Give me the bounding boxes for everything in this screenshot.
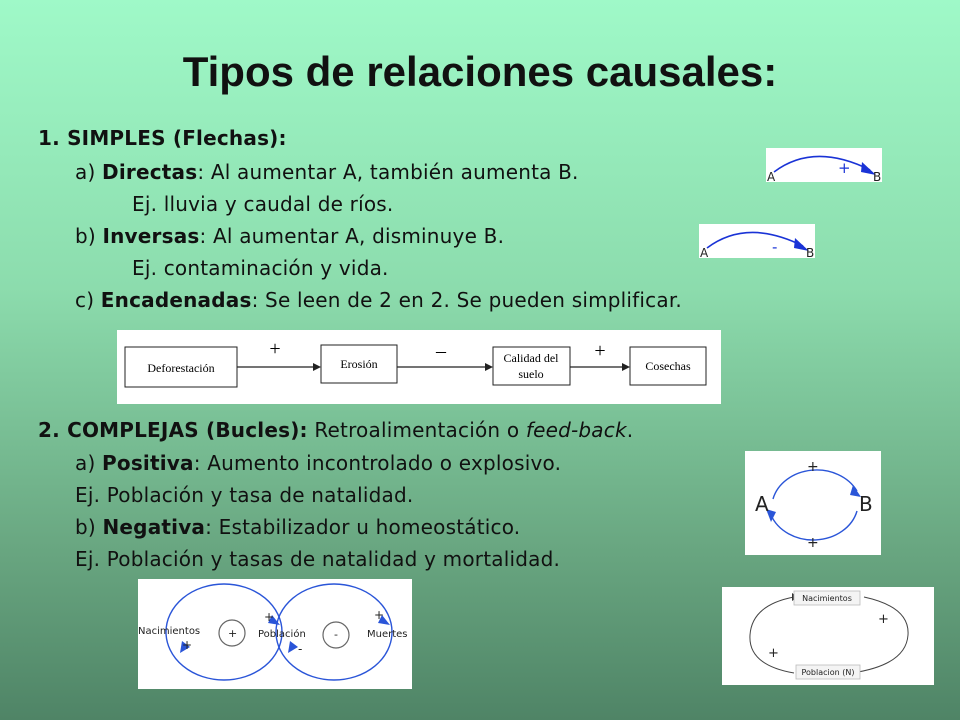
complejas-b-text: : Estabilizador u homeostático.: [205, 515, 521, 539]
left-sign: +: [768, 646, 779, 661]
double-loop-figure: Nacimientos Población Muertes + + + - - …: [138, 579, 412, 689]
complejas-b-example: Ej. Población y tasas de natalidad y mor…: [75, 547, 561, 571]
simples-b-example: Ej. contaminación y vida.: [132, 256, 389, 280]
sign-2: +: [182, 638, 192, 652]
population-loop-figure: Nacimientos Poblacion (N) + +: [722, 587, 934, 685]
simples-heading: 1. SIMPLES (Flechas):: [38, 126, 287, 150]
complejas-b-line: b) Negativa: Estabilizador u homeostátic…: [75, 515, 520, 539]
simples-a-prefix: a): [75, 160, 103, 184]
simples-b-term: Inversas: [102, 224, 200, 248]
simples-a-example: Ej. lluvia y caudal de ríos.: [132, 192, 394, 216]
sign-3: +: [228, 627, 237, 640]
chain-diagram: Deforestación + Erosión – Calidad del su…: [117, 330, 721, 404]
node-a-label: A: [755, 492, 769, 516]
simples-b-prefix: b): [75, 224, 103, 248]
arrow-head-icon: [313, 363, 321, 371]
muertes-label: Muertes: [367, 629, 408, 640]
simples-a-text: : Al aumentar A, también aumenta B.: [197, 160, 579, 184]
arrow-head-icon: [485, 363, 493, 371]
arrow-head-icon: [622, 363, 630, 371]
complejas-a-example: Ej. Población y tasa de natalidad.: [75, 483, 414, 507]
feedback-loop-figure: A B + +: [745, 451, 881, 555]
arrow-head-icon: [288, 641, 298, 653]
simples-c-text: : Se leen de 2 en 2. Se pueden simplific…: [251, 288, 682, 312]
node-b-label: B: [873, 170, 881, 182]
chain-sign-3: +: [594, 340, 605, 362]
sign-4: -: [334, 628, 338, 641]
top-sign: +: [807, 459, 819, 475]
simples-a-line: a) Directas: Al aumentar A, también aume…: [75, 160, 579, 184]
complejas-heading-end: .: [626, 418, 634, 442]
negative-sign: -: [772, 238, 777, 256]
arrow-head-icon: [794, 238, 809, 251]
complejas-b-prefix: b): [75, 515, 103, 539]
simples-b-text: : Al aumentar A, disminuye B.: [199, 224, 505, 248]
arrow-head-icon: [180, 641, 190, 653]
chain-node-cosechas: Cosechas: [645, 359, 691, 373]
inverse-arrow-figure: A B -: [699, 224, 815, 258]
complejas-heading-italic: feed-back: [525, 418, 627, 442]
chain-sign-2: –: [435, 340, 447, 362]
arrow-head-icon: [850, 485, 861, 497]
sign-6: +: [374, 608, 384, 622]
bottom-sign: +: [807, 535, 819, 551]
simples-c-term: Encadenadas: [100, 288, 252, 312]
complejas-a-term: Positiva: [102, 451, 194, 475]
poblacion-box: Poblacion (N): [802, 668, 855, 677]
positive-sign: +: [838, 159, 851, 177]
nacimientos-label: Nacimientos: [138, 626, 200, 637]
arrow-head-icon: [766, 509, 776, 522]
chain-sign-1: +: [269, 338, 280, 360]
poblacion-label: Población: [258, 628, 306, 640]
arrow-head-icon: [861, 162, 876, 175]
complejas-heading: 2. COMPLEJAS (Bucles):: [38, 418, 308, 442]
complejas-b-term: Negativa: [102, 515, 206, 539]
chain-node-erosion: Erosión: [340, 357, 377, 371]
node-a-label: A: [767, 170, 776, 182]
complejas-a-line: a) Positiva: Aumento incontrolado o expl…: [75, 451, 561, 475]
complejas-a-prefix: a): [75, 451, 103, 475]
right-sign: +: [878, 612, 889, 627]
sign-5: -: [298, 642, 302, 656]
complejas-heading-line: 2. COMPLEJAS (Bucles): Retroalimentación…: [38, 418, 633, 442]
simples-b-line: b) Inversas: Al aumentar A, disminuye B.: [75, 224, 504, 248]
node-b-label: B: [859, 492, 873, 516]
simples-c-prefix: c): [75, 288, 101, 312]
simples-c-line: c) Encadenadas: Se leen de 2 en 2. Se pu…: [75, 288, 682, 312]
simples-a-term: Directas: [102, 160, 198, 184]
sign-1: +: [264, 610, 274, 624]
arrow-head-icon: [268, 615, 280, 625]
slide-title: Tipos de relaciones causales:: [182, 48, 778, 95]
node-b-label: B: [806, 246, 814, 258]
direct-arrow-figure: A B +: [766, 148, 882, 182]
complejas-heading-text: Retroalimentación o: [307, 418, 526, 442]
node-a-label: A: [700, 246, 709, 258]
arrow-head-icon: [378, 615, 390, 625]
chain-node-calidad: Calidad del: [504, 351, 560, 365]
nacimientos-box: Nacimientos: [802, 594, 852, 603]
complejas-a-text: : Aumento incontrolado o explosivo.: [193, 451, 562, 475]
chain-node-suelo: suelo: [518, 367, 543, 381]
chain-node-deforestacion: Deforestación: [147, 361, 214, 375]
